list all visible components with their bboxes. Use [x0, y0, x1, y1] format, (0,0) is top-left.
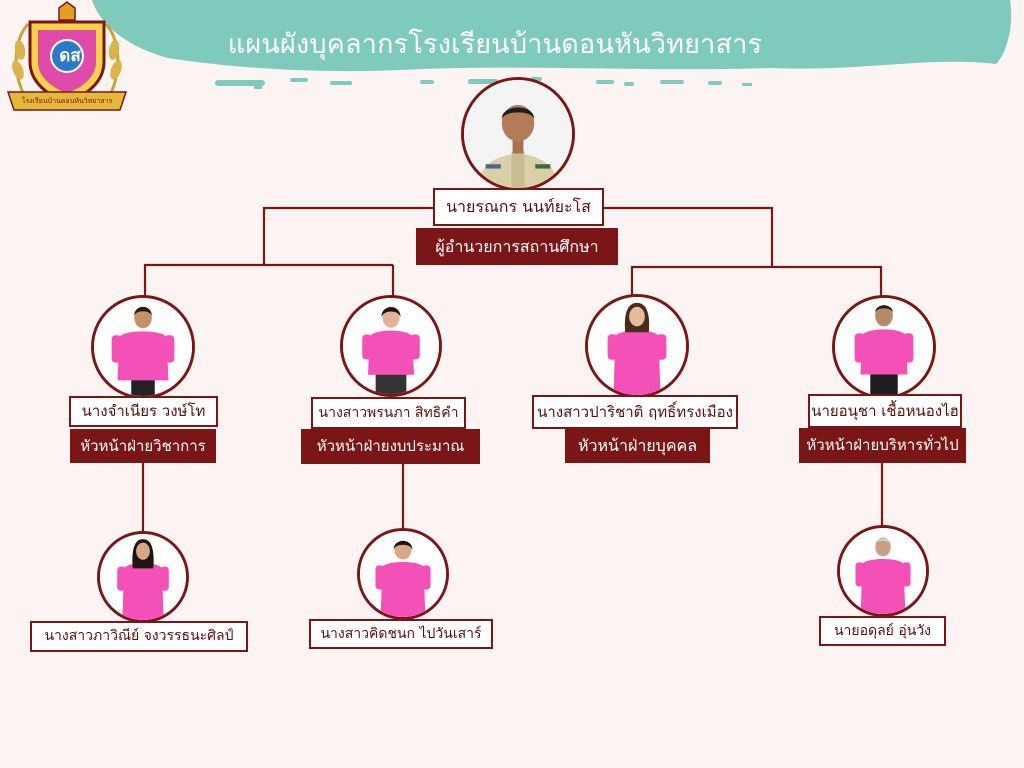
- staff-photo-3: [837, 525, 929, 617]
- head-role-general: หัวหน้าฝ่ายบริหารทั่วไป: [799, 428, 966, 463]
- head-name-general: นายอนุชา เชื้อหนองไฮ: [808, 394, 962, 428]
- head-photo-general: [832, 295, 936, 399]
- head-name-budget: นางสาวพรนภา สิทธิคำ: [311, 397, 466, 429]
- head-photo-personnel: [585, 294, 689, 398]
- logo-ribbon-text: โรงเรียนบ้านดอนหันวิทยาสาร: [21, 97, 113, 105]
- director-role: ผู้อำนวยการสถานศึกษา: [416, 228, 618, 265]
- head-role-budget: หัวหน้าฝ่ายงบประมาณ: [301, 429, 480, 464]
- title-banner: [92, 0, 1012, 89]
- school-logo: [4, 0, 130, 118]
- page-title: แผนผังบุคลากรโรงเรียนบ้านดอนหันวิทยาสาร: [227, 29, 763, 60]
- head-role-personnel: หัวหน้าฝ่ายบุคคล: [565, 429, 710, 463]
- logo-initials: ดส: [59, 46, 81, 66]
- staff-photo-1: [97, 531, 189, 623]
- staff-name-3: นายอดุลย์ อุ่นวัง: [819, 616, 946, 646]
- head-name-academic: นางจำเนียร วงษ์โท: [69, 396, 218, 427]
- staff-name-1: นางสาวภาวิณีย์ จงวรรธนะศิลป์: [30, 621, 248, 652]
- head-name-personnel: นางสาวปาริชาติ ฤทธิ์ทรงเมือง: [532, 395, 738, 429]
- head-role-academic: หัวหน้าฝ่ายวิชาการ: [70, 429, 216, 463]
- staff-name-2: นางสาวคิดชนก ไปวันเสาร์: [309, 619, 493, 649]
- head-photo-budget: [340, 295, 442, 397]
- director-photo: [461, 77, 575, 191]
- director-name: นายรณกร นนท์ยะโส: [433, 188, 604, 226]
- head-photo-academic: [91, 295, 195, 399]
- staff-photo-2: [357, 528, 449, 620]
